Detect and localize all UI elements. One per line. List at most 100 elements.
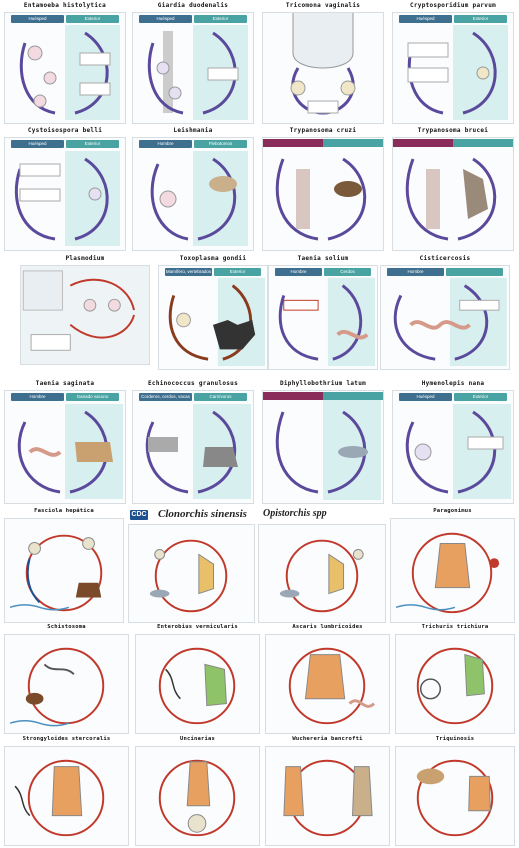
cycle-illustration: [19, 25, 120, 120]
cycle-illustration: [393, 139, 513, 241]
card-title: Cisticercosis: [419, 255, 471, 262]
exterior-label: Exterior: [194, 15, 247, 23]
cycle-illustration: [407, 25, 508, 120]
card-wuchereria: Wuchereria bancrofti: [265, 736, 390, 846]
cdc-life-cycle-right: [258, 524, 386, 623]
row-7: Strongyloides stercoralis Uncinarias Wuc…: [0, 736, 519, 848]
host-label: Huésped: [399, 15, 452, 23]
host-label: Huésped: [11, 140, 64, 148]
exterior-label: Exterior: [66, 15, 119, 23]
cycle-illustration: [149, 539, 228, 613]
card-clonorchis: CDC Clonorchis sinensis Opistorchis spp: [128, 508, 386, 623]
card-title: Ascaris lumbricoides: [292, 624, 363, 630]
cycle-illustration: [416, 647, 494, 725]
cdc-life-cycle: [4, 746, 129, 846]
cdc-life-cycle: [395, 634, 515, 734]
cycle-illustration: [395, 532, 500, 614]
cdc-life-cycle: [390, 518, 515, 623]
row-5: Fasciola hepática CDC Clonorchis sinensi…: [0, 508, 519, 624]
cycle-illustration: [158, 647, 236, 725]
card-title: Taenia saginata: [35, 380, 95, 387]
card-title: Entamoeba histolytica: [23, 2, 107, 9]
exterior-label: Ganado vacuno: [66, 393, 119, 401]
cycle-illustration: [263, 392, 383, 500]
opistorchis-title: Opistorchis spp: [263, 508, 327, 519]
card-paragonimus: Paragonimus: [390, 508, 515, 623]
host-label: Hombre: [139, 140, 192, 148]
host-label: Hombre: [11, 393, 64, 401]
card-trypanosoma-cruzi: Trypanosoma cruzi: [262, 127, 384, 251]
card-schistosoma: Schistosoma: [4, 624, 129, 734]
row-6: Schistosoma Enterobius vermicularis Asca…: [0, 624, 519, 736]
life-cycle-diagram: Hombre: [380, 265, 510, 370]
card-title: Triquinosis: [435, 736, 475, 742]
host-label: Huésped: [399, 393, 452, 401]
host-label: Corderos, cerdos, vacas: [139, 393, 192, 401]
card-title: Fasciola hepática: [34, 508, 94, 514]
card-title: Trypanosoma brucei: [417, 127, 489, 134]
cycle-illustration: [283, 759, 373, 837]
card-plasmodium: Plasmodium: [20, 255, 150, 365]
exterior-label: Exterior: [454, 15, 507, 23]
card-title: Toxoplasma gondii: [179, 255, 247, 262]
card-uncinarias: Uncinarias: [135, 736, 260, 846]
cycle-illustration: [393, 277, 507, 367]
cycle-illustration: [150, 151, 248, 246]
cycle-illustration: [145, 404, 251, 499]
card-title: Taenia solium: [297, 255, 349, 262]
card-title: Leishmania: [173, 127, 213, 134]
life-cycle-diagram: [262, 390, 384, 504]
card-trichuris: Trichuris trichiura: [395, 624, 515, 734]
card-title: Diphyllobothrium latum: [279, 380, 367, 387]
cycle-illustration: [14, 151, 120, 246]
card-strongyloides: Strongyloides stercoralis: [4, 736, 129, 846]
cdc-life-cycle: [4, 634, 129, 734]
card-title: Giardia duodenalis: [157, 2, 229, 9]
card-fasciola: Fasciola hepática: [4, 508, 124, 623]
cycle-illustration: [288, 647, 376, 725]
cdc-life-cycle: [395, 746, 515, 846]
cdc-life-cycle-left: [128, 524, 255, 623]
cdc-life-cycle: [135, 746, 260, 846]
life-cycle-diagram: [262, 12, 384, 124]
host-label: Huésped: [11, 15, 64, 23]
card-title: Tricomona vaginalis: [285, 2, 361, 9]
exterior-label: Exterior: [214, 268, 261, 276]
card-title: Strongyloides stercoralis: [22, 736, 111, 742]
life-cycle-diagram: [392, 137, 514, 251]
card-tricomona: Tricomona vaginalis: [262, 2, 384, 124]
host-label: Hombre: [387, 268, 444, 276]
card-diphyllobothrium: Diphyllobothrium latum: [262, 380, 384, 504]
cycle-illustration: [9, 534, 103, 612]
card-title: Plasmodium: [65, 255, 105, 262]
exterior-label: Cerdos: [324, 268, 371, 276]
card-trypanosoma-brucei: Trypanosoma brucei: [392, 127, 514, 251]
card-title: Schistosoma: [47, 624, 86, 630]
card-title: Enterobius vermicularis: [157, 624, 238, 630]
cdc-logo: CDC: [130, 510, 148, 520]
exterior-label: [446, 268, 503, 276]
cdc-life-cycle: [4, 518, 124, 623]
cycle-illustration: [168, 277, 265, 367]
card-enterobius: Enterobius vermicularis: [135, 624, 260, 734]
card-title: Echinococcus granulosus: [148, 380, 238, 387]
cycle-illustration: [14, 759, 105, 837]
clonorchis-title: Clonorchis sinensis: [158, 508, 247, 520]
cycle-illustration: [416, 759, 494, 837]
